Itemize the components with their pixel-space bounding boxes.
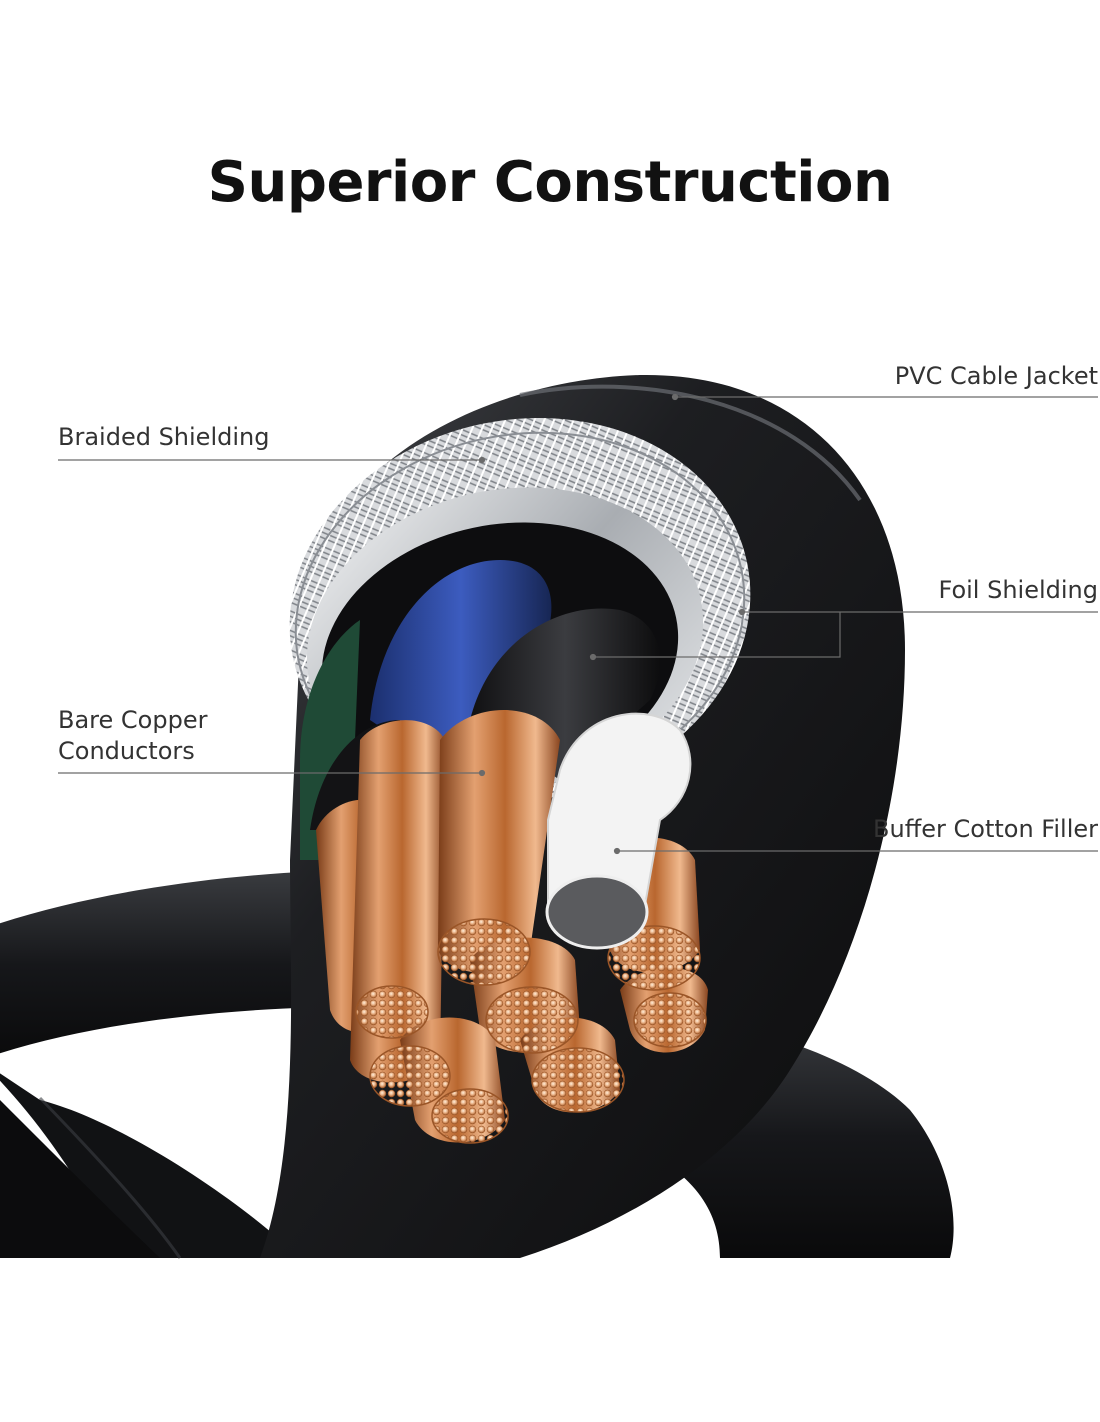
label-buffer-cotton-filler: Buffer Cotton Filler (873, 815, 1098, 843)
label-bare-copper-line1: Bare Copper (58, 706, 208, 734)
cotton-filler (545, 712, 692, 950)
label-bare-copper-line2: Conductors (58, 737, 195, 765)
label-braided-shielding: Braided Shielding (58, 423, 270, 451)
label-foil-shielding: Foil Shielding (938, 576, 1099, 604)
leader-line-foil (593, 611, 1098, 658)
leader-lines (58, 393, 1098, 855)
label-pvc-cable-jacket: PVC Cable Jacket (894, 362, 1098, 390)
copper-conductors (316, 710, 708, 1144)
page-title: Superior Construction (207, 150, 893, 215)
